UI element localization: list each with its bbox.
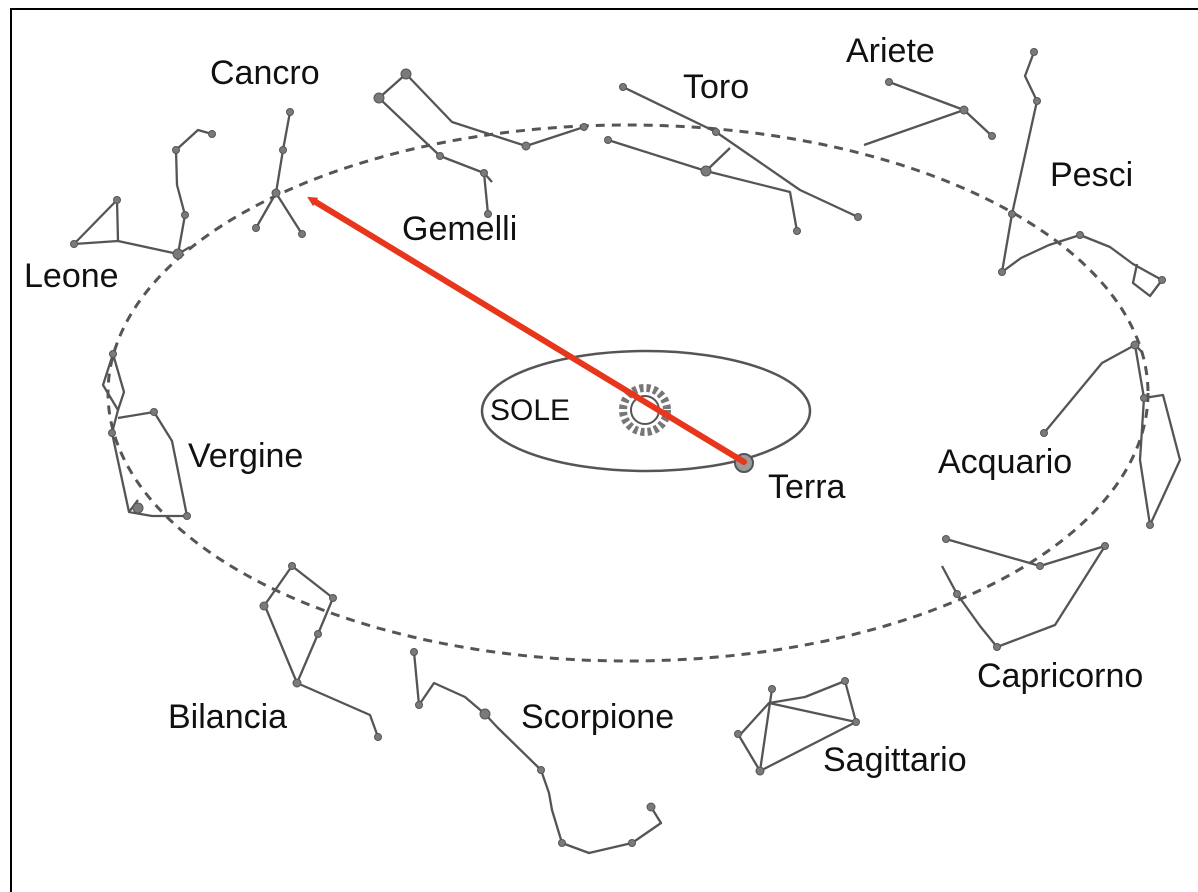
- star-dot: [942, 535, 950, 543]
- star-dot: [793, 227, 801, 235]
- star-dot: [298, 230, 306, 238]
- star-dot: [580, 123, 588, 131]
- star-dot: [885, 78, 893, 86]
- label-cancro: Cancro: [210, 54, 320, 92]
- star-dot: [1101, 542, 1109, 550]
- constellation-capricorno: [940, 537, 1107, 649]
- star-dot: [1033, 97, 1041, 105]
- star-dot: [1158, 276, 1166, 284]
- constellation-toro: [607, 85, 859, 232]
- label-bilancia: Bilancia: [168, 698, 288, 736]
- star-dot: [484, 210, 492, 218]
- star-dot: [1008, 210, 1016, 218]
- star-dot: [1076, 231, 1084, 239]
- star-dot: [998, 268, 1006, 276]
- star-dot: [700, 165, 712, 177]
- star-dot: [988, 132, 996, 140]
- star-dot: [314, 630, 322, 638]
- star-dot: [286, 108, 294, 116]
- star-dot: [150, 408, 158, 416]
- star-dot: [755, 766, 765, 776]
- star-dot: [712, 128, 720, 136]
- constellation-gemelli: [378, 72, 585, 215]
- star-dot: [329, 594, 337, 602]
- constellation-vergine: [101, 353, 189, 518]
- star-dot: [172, 146, 180, 154]
- star-dot: [1040, 429, 1048, 437]
- star-dot: [558, 839, 566, 847]
- star-dot: [436, 152, 444, 160]
- constellation-ariete: [863, 80, 993, 147]
- label-capricorno: Capricorno: [977, 657, 1144, 695]
- star-dot: [288, 562, 296, 570]
- star-dot: [208, 130, 216, 138]
- star-dot: [646, 802, 656, 812]
- star-dot: [959, 105, 969, 115]
- label-terra: Terra: [768, 468, 846, 506]
- star-dot: [252, 224, 260, 232]
- star-dot: [953, 590, 961, 598]
- star-dot: [1030, 48, 1038, 56]
- star-dot: [604, 136, 612, 144]
- star-dot: [183, 512, 191, 520]
- constellation-bilancia: [263, 564, 380, 738]
- star-dot: [415, 701, 423, 709]
- label-sagittario: Sagittario: [823, 741, 967, 779]
- star-dot: [259, 601, 269, 611]
- constellation-acquario: [1043, 343, 1182, 527]
- constellation-pesci: [1000, 51, 1164, 298]
- earth-orbit: [480, 349, 812, 473]
- star-dot: [619, 83, 627, 91]
- star-dot: [373, 92, 385, 104]
- constellation-scorpione: [412, 651, 663, 855]
- star-dot: [854, 213, 862, 221]
- star-dot: [1146, 521, 1154, 529]
- star-dot: [400, 68, 412, 80]
- star-dot: [1140, 394, 1148, 402]
- star-dot: [734, 730, 742, 738]
- star-dot: [993, 643, 1001, 651]
- constellation-sagittario: [736, 679, 858, 773]
- constellation-cancro: [255, 111, 303, 235]
- star-dot: [292, 678, 302, 688]
- star-dot: [132, 502, 144, 514]
- label-leone: Leone: [24, 257, 119, 295]
- star-dot: [537, 766, 545, 774]
- diagram-border: [10, 8, 1198, 892]
- star-dot: [279, 146, 287, 154]
- star-dot: [841, 677, 849, 685]
- star-dot: [479, 708, 491, 720]
- star-dot: [109, 350, 117, 358]
- line-of-sight-arrow: [307, 196, 747, 465]
- label-toro: Toro: [683, 68, 750, 106]
- star-dot: [852, 718, 860, 726]
- star-dot: [768, 685, 776, 693]
- star-dot: [1130, 340, 1140, 350]
- constellation-leone: [72, 128, 213, 256]
- star-dot: [271, 188, 281, 198]
- star-dot: [521, 141, 531, 151]
- star-dot: [480, 169, 488, 177]
- star-dot: [113, 196, 121, 204]
- star-dot: [70, 240, 78, 248]
- star-dot: [181, 211, 189, 219]
- label-gemelli: Gemelli: [402, 210, 518, 248]
- label-sole: SOLE: [490, 394, 571, 427]
- star-dot: [374, 733, 382, 741]
- star-dot: [410, 648, 418, 656]
- label-scorpione: Scorpione: [521, 698, 675, 736]
- star-dot: [1036, 562, 1044, 570]
- label-ariete: Ariete: [846, 32, 935, 70]
- label-pesci: Pesci: [1050, 156, 1134, 194]
- star-dot: [108, 429, 116, 437]
- star-dot: [628, 839, 636, 847]
- label-vergine: Vergine: [188, 437, 304, 475]
- star-dot: [172, 248, 184, 260]
- label-acquario: Acquario: [938, 443, 1073, 481]
